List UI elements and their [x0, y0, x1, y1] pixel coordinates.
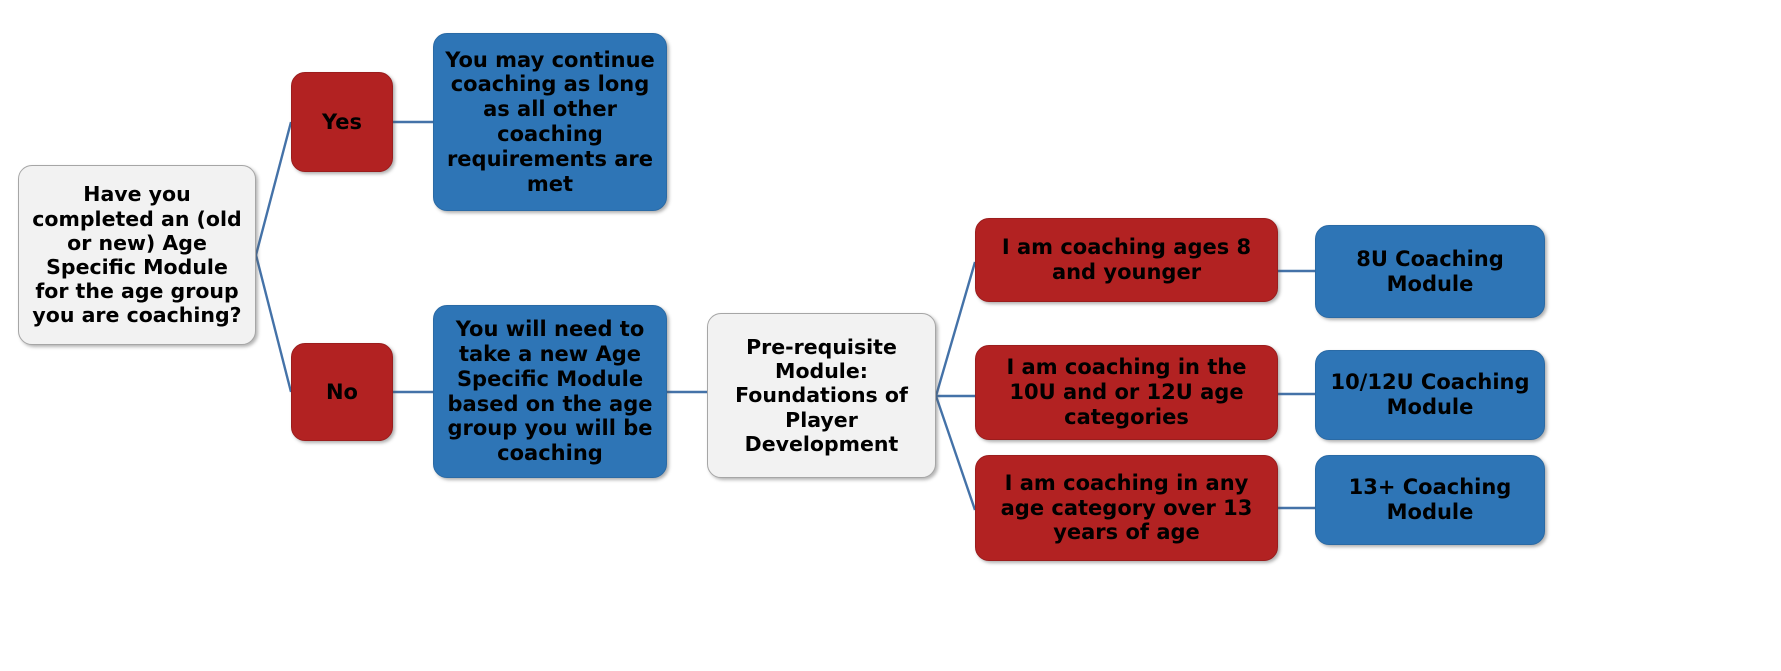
- node-yes-outcome[interactable]: You may continue coaching as long as all…: [433, 33, 667, 211]
- node-answer-yes[interactable]: Yes: [291, 72, 393, 172]
- edge-prerequisite-to-option1: [934, 261, 977, 397]
- node-age-option-10u-12u[interactable]: I am coaching in the 10U and or 12U age …: [975, 345, 1278, 440]
- node-age-option-13-plus[interactable]: I am coaching in any age category over 1…: [975, 455, 1278, 561]
- node-age-option-8u[interactable]: I am coaching ages 8 and younger: [975, 218, 1278, 302]
- node-root-question[interactable]: Have you completed an (old or new) Age S…: [18, 165, 256, 345]
- node-prerequisite-module[interactable]: Pre-requisite Module: Foundations of Pla…: [707, 313, 936, 478]
- node-module-8u[interactable]: 8U Coaching Module: [1315, 225, 1545, 318]
- edge-prerequisite-to-option3: [934, 395, 977, 511]
- edge-root-to-no: [254, 254, 293, 393]
- node-module-10-12u[interactable]: 10/12U Coaching Module: [1315, 350, 1545, 440]
- node-answer-no[interactable]: No: [291, 343, 393, 441]
- node-no-outcome[interactable]: You will need to take a new Age Specific…: [433, 305, 667, 478]
- node-module-13-plus[interactable]: 13+ Coaching Module: [1315, 455, 1545, 545]
- edge-root-to-yes: [254, 121, 293, 256]
